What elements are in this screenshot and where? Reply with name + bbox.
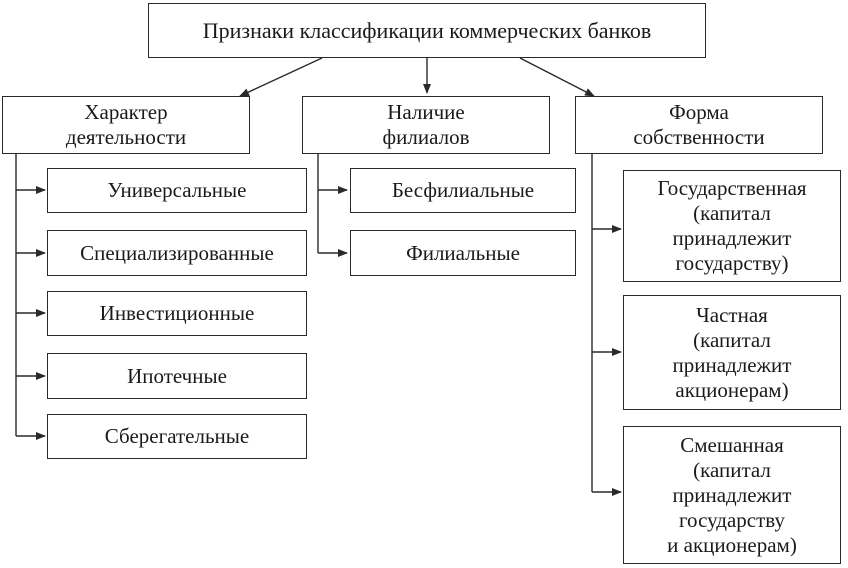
item-private: Частная (капитал принадлежит акционерам) bbox=[623, 295, 841, 410]
item-investment: Инвестиционные bbox=[47, 291, 307, 336]
item-no-branches: Бесфилиальные bbox=[350, 168, 576, 213]
item-universal: Универсальные bbox=[47, 168, 307, 213]
item-mixed: Смешанная (капитал принадлежит государст… bbox=[623, 426, 841, 564]
arrow-title-to-activity bbox=[239, 57, 323, 97]
item-with-branches: Филиальные bbox=[350, 230, 576, 276]
arrow-title-to-ownership bbox=[519, 57, 595, 97]
category-branches: Наличие филиалов bbox=[302, 96, 550, 154]
item-savings: Сберегательные bbox=[47, 414, 307, 459]
item-mortgage: Ипотечные bbox=[47, 353, 307, 399]
category-activity-type: Характер деятельности bbox=[2, 96, 250, 154]
category-ownership: Форма собственности bbox=[575, 96, 823, 154]
item-state-owned: Государственная (капитал принадлежит гос… bbox=[623, 170, 841, 282]
diagram-title: Признаки классификации коммерческих банк… bbox=[148, 3, 706, 58]
item-specialized: Специализированные bbox=[47, 230, 307, 276]
